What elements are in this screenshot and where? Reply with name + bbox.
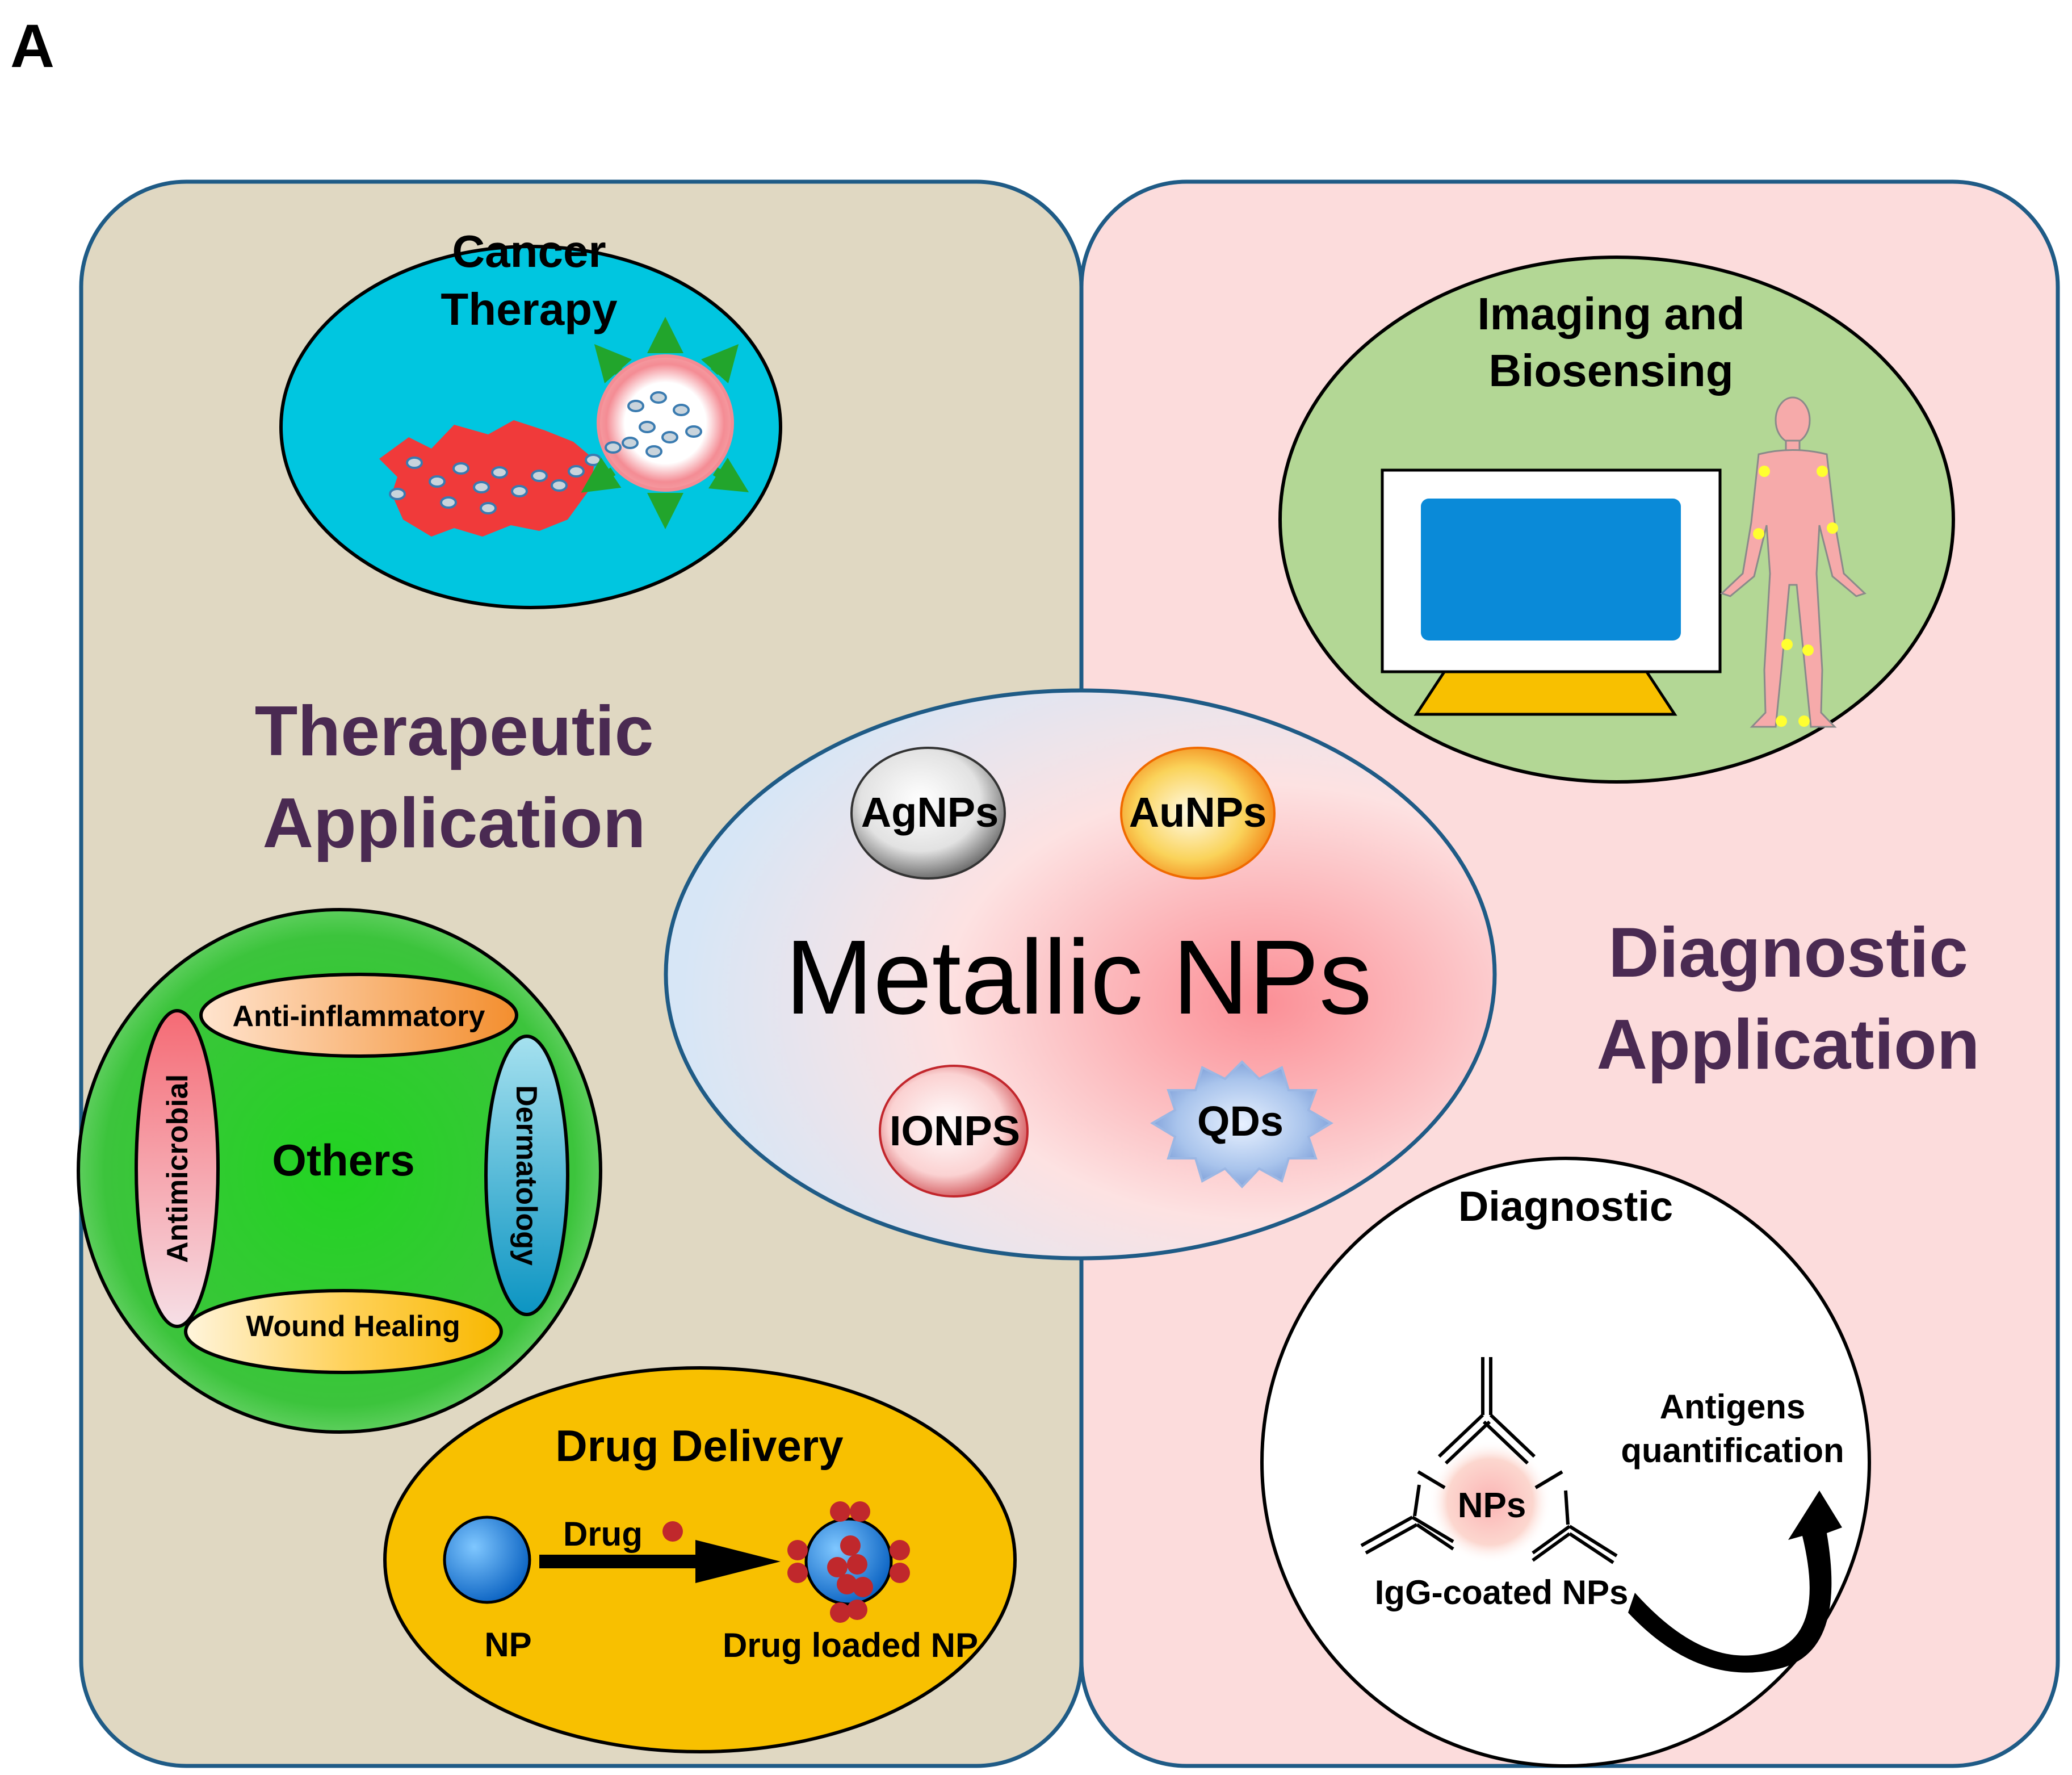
imaging-biosensing-circle: Imaging and Biosensing: [1278, 256, 1955, 784]
aunps-particle: [1120, 747, 1276, 880]
curved-arrow-icon: [1628, 1491, 1842, 1673]
nps-core-label: NPs: [1458, 1486, 1526, 1525]
cancer-therapy-circle: Cancer Therapy: [279, 226, 782, 609]
diagnostic-title-line2: Application: [1596, 1006, 1979, 1084]
diagnostic-circle: Diagnostic NPs IgG-coated NPs Antigens: [1260, 1157, 1871, 1768]
anti-inflammatory-pill: [199, 973, 518, 1058]
antigens-label-line1: Antigens: [1660, 1388, 1806, 1426]
igg-coated-label: IgG-coated NPs: [1375, 1573, 1629, 1611]
drug-carrier-icon: [597, 354, 734, 492]
therapeutic-title-line1: Therapeutic: [255, 692, 654, 771]
others-circle: Others Anti-inflammatory Antimicrobial D…: [77, 908, 602, 1434]
antigens-label-line2: quantification: [1621, 1431, 1844, 1470]
cancer-therapy-label-line2: Therapy: [441, 284, 618, 334]
ionps-particle: [879, 1065, 1029, 1198]
others-label: Others: [272, 1135, 414, 1185]
arrow-right-icon: [539, 1540, 781, 1583]
diagnostic-title-line1: Diagnostic: [1608, 914, 1968, 992]
wound-healing-pill: [184, 1289, 503, 1374]
wound-healing-label: Wound Healing: [246, 1310, 460, 1343]
qds-label: QDs: [1197, 1098, 1284, 1145]
antibody-icon: [1360, 1357, 1618, 1564]
dermatology-pill: [484, 1035, 569, 1316]
therapeutic-title-line2: Application: [262, 784, 645, 863]
cancer-therapy-label-line1: Cancer: [452, 226, 606, 277]
tumor-tissue-icon: [379, 420, 595, 537]
diagnostic-circle-title: Diagnostic: [1458, 1183, 1673, 1230]
antimicrobial-label: Antimicrobial: [161, 1074, 194, 1263]
ionps-label: IONPS: [890, 1107, 1020, 1154]
imaging-label-line1: Imaging and: [1477, 288, 1744, 339]
np-label: NP: [484, 1626, 531, 1664]
drug-delivery-circle: Drug Delivery NP Drug Drug loaded NP: [383, 1366, 1017, 1753]
drug-label: Drug: [563, 1515, 643, 1553]
monitor-icon: [1381, 468, 1722, 716]
nanoparticle-icon: [443, 1516, 531, 1604]
human-body-icon: [1720, 396, 1867, 728]
nps-core-icon: [1429, 1441, 1551, 1563]
aunps-label: AuNPs: [1129, 789, 1267, 836]
drug-delivery-title: Drug Delivery: [555, 1421, 843, 1471]
antimicrobial-pill: [135, 1009, 220, 1328]
metallic-nps-title: Metallic NPs: [785, 919, 1372, 1036]
imaging-label-line2: Biosensing: [1488, 345, 1733, 396]
drug-molecule-icon: [662, 1521, 683, 1542]
drug-loaded-np-label: Drug loaded NP: [723, 1626, 978, 1664]
qds-particle: [1150, 1060, 1333, 1188]
dermatology-label: Dermatology: [510, 1085, 543, 1266]
panel-label: A: [10, 11, 54, 80]
metallic-nps-circle: Metallic NPs AgNPs AuNPs IONPS QDs: [664, 688, 1497, 1261]
anti-inflammatory-label: Anti-inflammatory: [233, 1000, 485, 1033]
agnps-particle: [850, 747, 1006, 880]
agnps-label: AgNPs: [861, 789, 999, 836]
